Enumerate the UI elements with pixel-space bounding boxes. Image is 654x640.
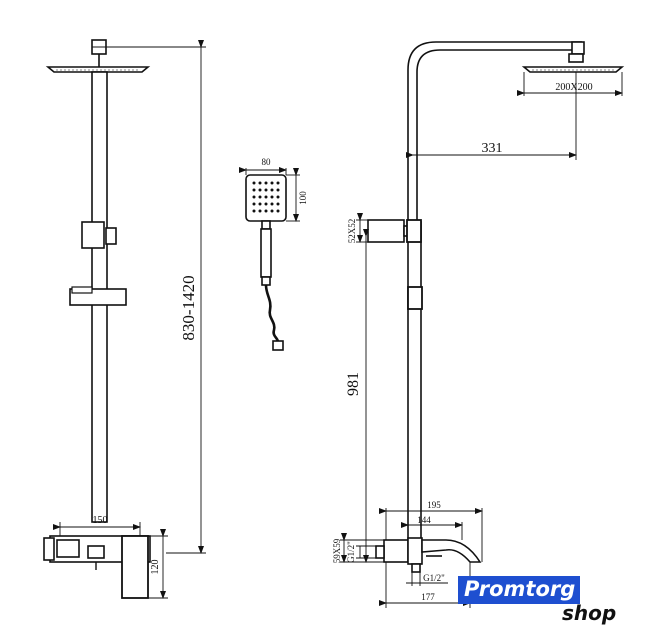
dim-59 xyxy=(340,533,384,563)
label-144: 144 xyxy=(417,515,431,525)
dim-overall-height xyxy=(106,40,206,554)
right-curved-arm xyxy=(407,41,582,222)
label-331: 331 xyxy=(482,141,503,156)
logo-box: Promtorg xyxy=(458,576,580,604)
label-120: 120 xyxy=(150,560,161,575)
nozzle-grid xyxy=(252,181,280,213)
dim-331 xyxy=(406,72,577,160)
left-shower-head xyxy=(45,66,151,73)
right-mixer xyxy=(375,537,482,573)
right-slider xyxy=(407,286,423,310)
hand-shower-view xyxy=(239,167,300,351)
logo-sub: shop xyxy=(562,601,617,625)
dim-g12-bottom xyxy=(406,572,448,586)
label-g12-left: G1/2" xyxy=(346,541,356,563)
dim-g12-left xyxy=(356,545,376,559)
label-80: 80 xyxy=(262,157,272,167)
label-195: 195 xyxy=(427,500,441,510)
dim-195 xyxy=(379,508,483,562)
dim-144 xyxy=(401,522,463,540)
label-150: 150 xyxy=(93,515,108,526)
label-52: 52X52 xyxy=(347,219,357,244)
dim-80 xyxy=(239,167,287,175)
left-holder xyxy=(81,221,105,249)
promtorg-logo: Promtorg shop xyxy=(458,576,616,630)
logo-brand: Promtorg xyxy=(464,577,576,601)
hand-shower-hose xyxy=(264,284,280,343)
dim-120 xyxy=(148,529,168,599)
label-overall-height: 830-1420 xyxy=(179,275,198,340)
dim-100 xyxy=(286,168,300,222)
right-spout xyxy=(421,539,482,563)
label-981: 981 xyxy=(345,372,362,396)
dim-981 xyxy=(362,229,386,563)
label-59: 59X59 xyxy=(332,538,342,563)
label-g12-bottom: G1/2" xyxy=(423,573,445,583)
right-riser-pipe xyxy=(407,221,422,541)
right-shower-head xyxy=(521,66,625,73)
label-100: 100 xyxy=(298,191,308,205)
hand-shower-handle xyxy=(260,228,272,278)
label-177: 177 xyxy=(421,592,435,602)
label-head-size: 200X200 xyxy=(555,82,592,93)
dim-head xyxy=(517,72,623,96)
right-wall-bracket xyxy=(367,219,405,243)
left-shower-view xyxy=(43,39,206,599)
right-shower-view xyxy=(340,41,625,608)
left-mixer xyxy=(43,535,151,599)
dim-150 xyxy=(53,522,141,536)
